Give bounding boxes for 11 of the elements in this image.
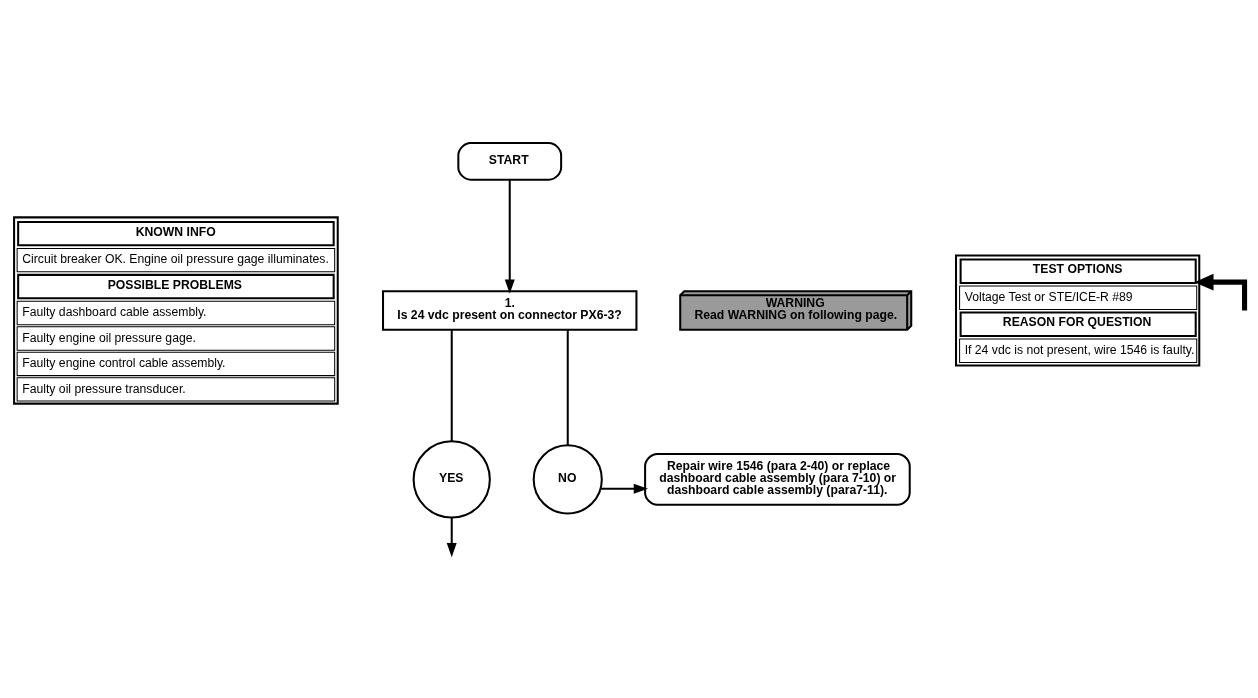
connector bbox=[450, 329, 453, 442]
connector bbox=[566, 329, 569, 446]
node-circle: YES bbox=[412, 440, 491, 519]
node-box: START bbox=[457, 142, 563, 181]
arrow bbox=[600, 483, 648, 494]
node-box: Repair wire 1546 (para 2-40) or replace dashboard cable assembly (para 7-10) or dashboard cable assembly (para7-11). bbox=[644, 452, 911, 506]
node-box: 1. Is 24 vdc present on connector PX6-3? bbox=[382, 290, 638, 331]
arrow bbox=[504, 179, 515, 294]
node-circle: NO bbox=[532, 444, 603, 515]
arrow bbox=[1194, 273, 1248, 311]
arrow bbox=[446, 517, 457, 558]
